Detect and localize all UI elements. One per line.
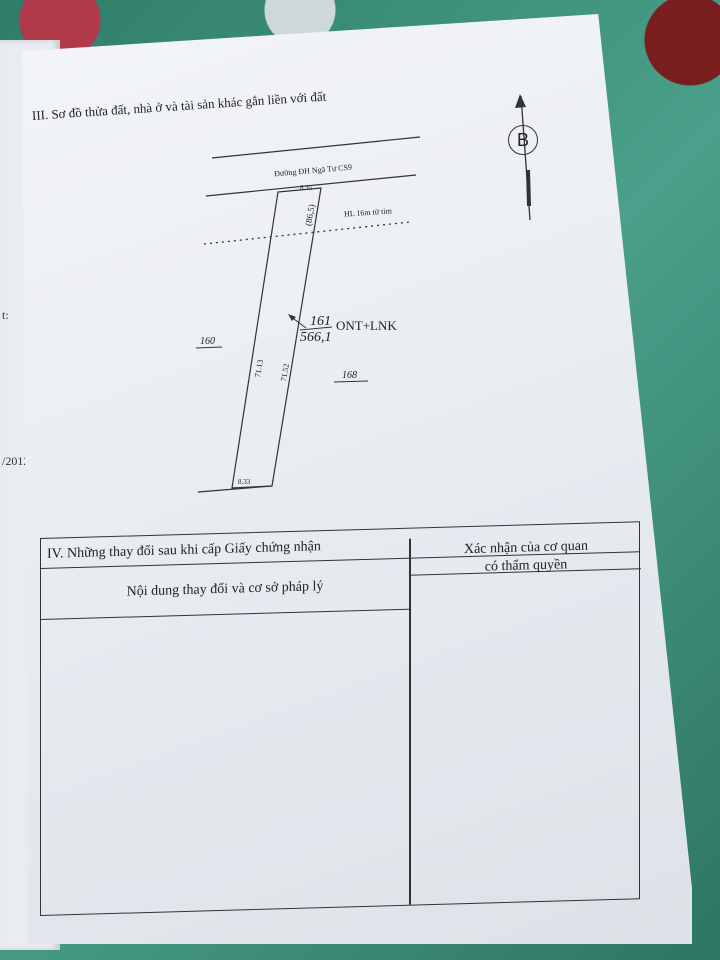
- certificate-page: [22, 14, 692, 944]
- neighbor-right-underline: [333, 380, 369, 383]
- road-lower-edge: [205, 174, 417, 197]
- pointer-arrow: [288, 314, 296, 321]
- setback-line: [203, 221, 411, 245]
- parcel-area: 566,1: [300, 330, 332, 345]
- road-upper-edge: [211, 136, 421, 159]
- left-page-fragment: t:: [2, 308, 9, 322]
- column-divider: [409, 538, 411, 905]
- north-marker-circle: B: [508, 125, 538, 155]
- land-use-code: ONT+LNK: [336, 318, 397, 333]
- header-separator: [41, 608, 409, 621]
- section-iv-title: IV. Những thay đổi sau khi cấp Giấy chứn…: [47, 539, 321, 562]
- neighbor-parcel-right: 168: [342, 370, 357, 381]
- parcel-number: 161: [310, 314, 331, 329]
- north-arrow-head: [515, 94, 526, 108]
- column-header-changes: Nội dung thay đổi và cơ sở pháp lý: [126, 579, 324, 600]
- changes-table: IV. Những thay đổi sau khi cấp Giấy chứn…: [40, 521, 641, 916]
- north-arrow-tail: [526, 169, 531, 207]
- changes-section: IV. Những thay đổi sau khi cấp Giấy chứn…: [40, 521, 641, 918]
- bottom-width-label: 8.33: [238, 478, 251, 486]
- top-width-label: 8.35: [300, 184, 313, 192]
- parcel-number-underline: [299, 326, 333, 331]
- bottom-boundary: [197, 485, 273, 493]
- neighbor-parcel-left: 160: [200, 336, 215, 347]
- column-header-confirmation: Xác nhận của cơ quan có thẩm quyền: [411, 536, 641, 578]
- neighbor-left-underline: [195, 346, 223, 349]
